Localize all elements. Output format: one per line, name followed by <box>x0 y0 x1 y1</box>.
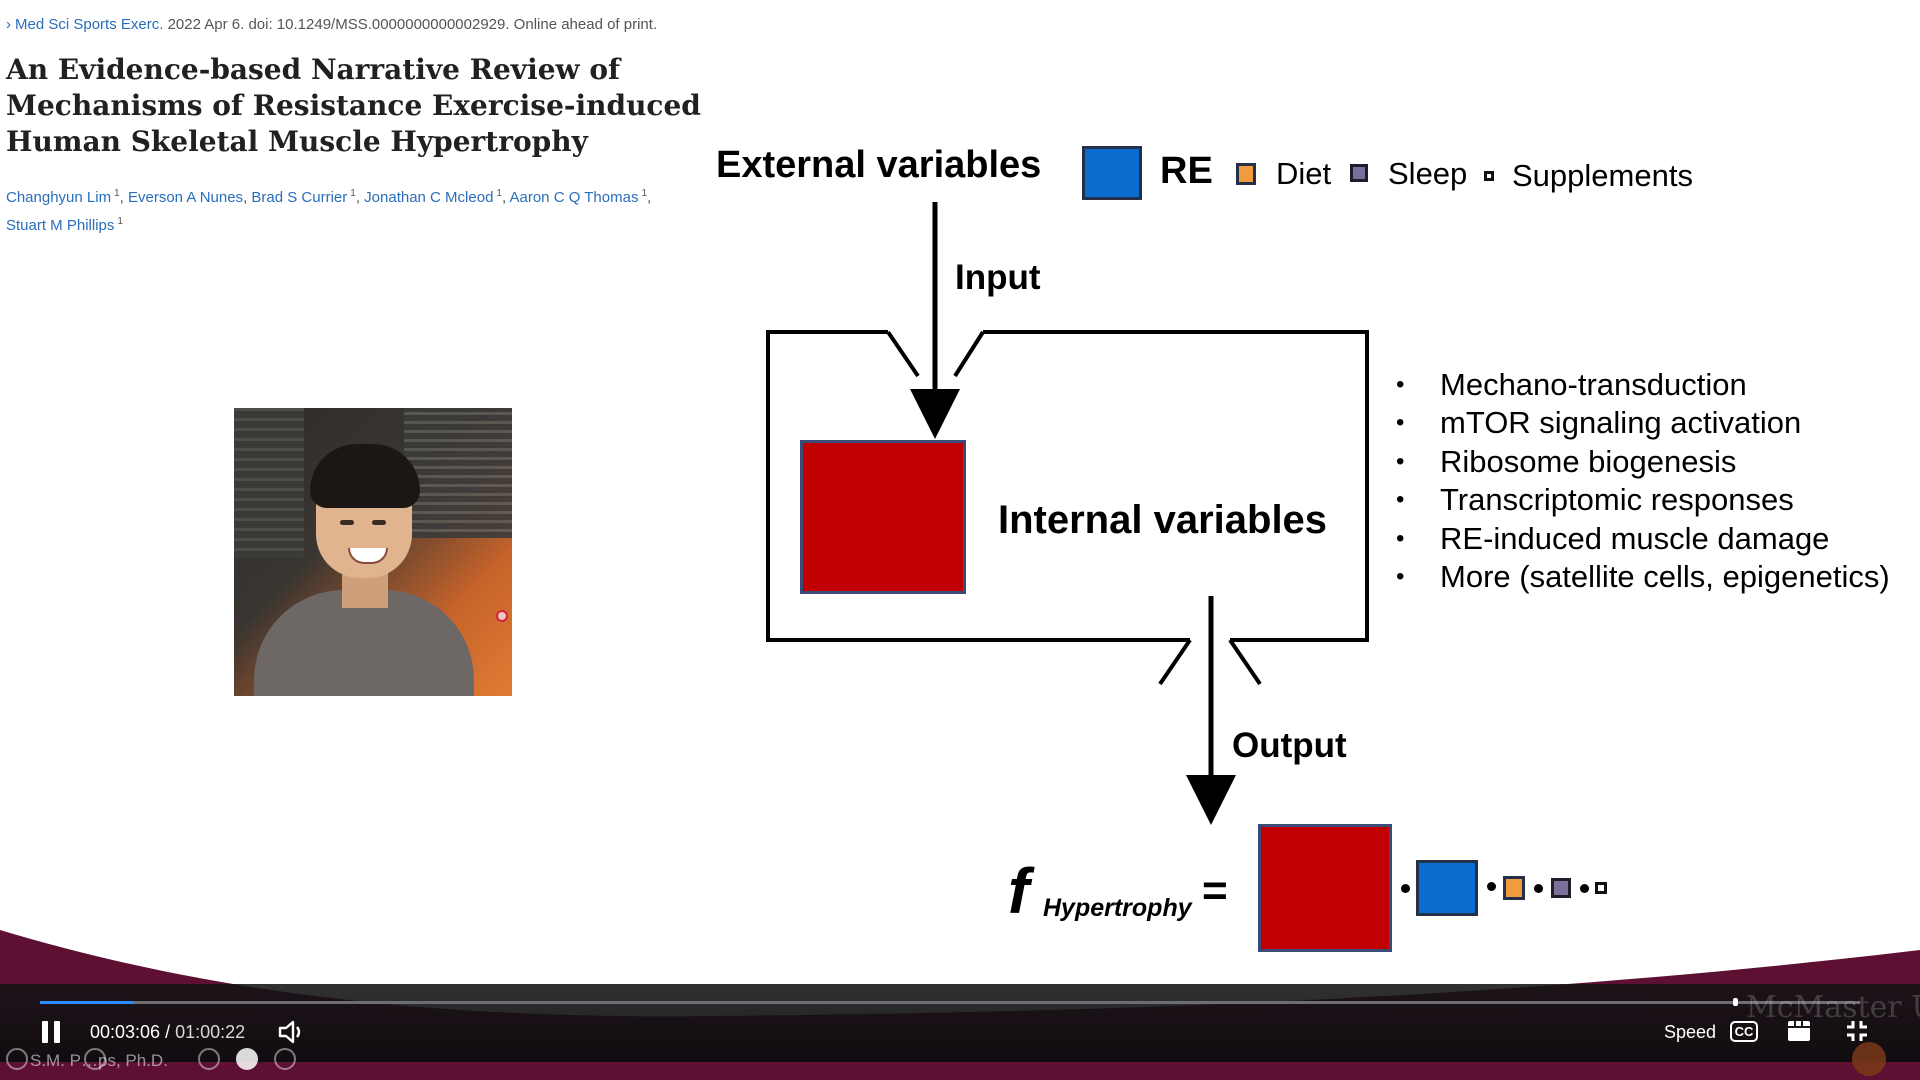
author-link[interactable]: Everson A Nunes <box>127 189 244 206</box>
exit-fullscreen-icon <box>1847 1021 1867 1041</box>
paper-title: An Evidence-based Narrative Review of Me… <box>6 53 701 158</box>
share-icon[interactable] <box>236 1048 258 1070</box>
volume-button[interactable] <box>278 1018 308 1046</box>
chevron-right-icon: › <box>6 16 11 33</box>
formula-subscript: Hypertrophy <box>1043 894 1192 922</box>
legend-sleep: Sleep <box>1388 156 1468 191</box>
list-item: RE-induced muscle damage <box>1396 520 1890 559</box>
formula-f: f <box>1008 855 1030 927</box>
camera-icon[interactable] <box>198 1048 220 1070</box>
multiply-dot-icon <box>1580 884 1589 893</box>
buffer-marker <box>1732 998 1738 1006</box>
internal-square-icon <box>800 440 966 594</box>
captions-button[interactable]: CC <box>1728 1018 1760 1044</box>
layout-icon <box>1788 1021 1810 1041</box>
legend-re: RE <box>1160 150 1213 192</box>
formula-internal-square-icon <box>1258 824 1392 952</box>
multiply-dot-icon <box>1534 884 1543 893</box>
mechanism-list: Mechano-transduction mTOR signaling acti… <box>1396 366 1890 597</box>
presenter-photo <box>234 408 512 696</box>
university-watermark: McMaster University <box>1746 990 1920 1025</box>
more-icon[interactable] <box>274 1048 296 1070</box>
formula-diet-square-icon <box>1503 876 1525 900</box>
pause-icon <box>42 1021 48 1043</box>
speed-button[interactable]: Speed <box>1664 1022 1717 1042</box>
layout-button[interactable] <box>1786 1018 1812 1044</box>
exit-fullscreen-button[interactable] <box>1844 1018 1870 1044</box>
volume-icon <box>278 1020 301 1044</box>
input-label: Input <box>955 258 1041 297</box>
formula-sleep-square-icon <box>1551 878 1571 898</box>
citation-details: 2022 Apr 6. doi: 10.1249/MSS.00000000000… <box>167 16 658 33</box>
list-item: Ribosome biogenesis <box>1396 443 1890 482</box>
list-item: Transcriptomic responses <box>1396 481 1890 520</box>
university-crest-icon <box>1852 1042 1886 1076</box>
current-time: 00:03:06 <box>90 1022 161 1042</box>
external-variables-title: External variables <box>716 144 1042 186</box>
multiply-dot-icon <box>1401 884 1410 893</box>
formula-equals: = <box>1202 866 1228 915</box>
re-square-icon <box>1082 146 1142 200</box>
supplements-square-icon <box>1484 171 1494 181</box>
pointer-dot-icon <box>496 610 508 622</box>
multiply-dot-icon <box>1487 882 1496 891</box>
cc-icon: CC <box>1729 1020 1759 1042</box>
box-outline-left <box>766 330 1190 642</box>
legend-supplements: Supplements <box>1512 158 1693 193</box>
journal-link[interactable]: Med Sci Sports Exerc. <box>15 16 164 33</box>
legend-diet: Diet <box>1276 156 1332 191</box>
diet-square-icon <box>1236 163 1256 185</box>
internal-variables-label: Internal variables <box>998 498 1328 542</box>
player-control-bar <box>0 984 1920 1062</box>
box-outline-right <box>983 330 1369 642</box>
list-item: mTOR signaling activation <box>1396 404 1890 443</box>
formula-supplements-square-icon <box>1595 882 1607 894</box>
pause-button[interactable] <box>36 1017 66 1047</box>
duration: 01:00:22 <box>175 1022 246 1042</box>
citation-line: ›Med Sci Sports Exerc. 2022 Apr 6. doi: … <box>6 16 657 33</box>
time-display: 00:03:06 / 01:00:22 <box>90 1022 246 1042</box>
output-label: Output <box>1232 726 1347 765</box>
list-item: More (satellite cells, epigenetics) <box>1396 558 1890 597</box>
list-item: Mechano-transduction <box>1396 366 1890 405</box>
sleep-square-icon <box>1350 164 1368 182</box>
record-icon[interactable] <box>6 1048 28 1070</box>
formula-re-square-icon <box>1416 860 1478 916</box>
progress-track[interactable] <box>40 1001 1860 1004</box>
progress-fill <box>40 1001 134 1004</box>
mic-icon[interactable] <box>84 1048 106 1070</box>
